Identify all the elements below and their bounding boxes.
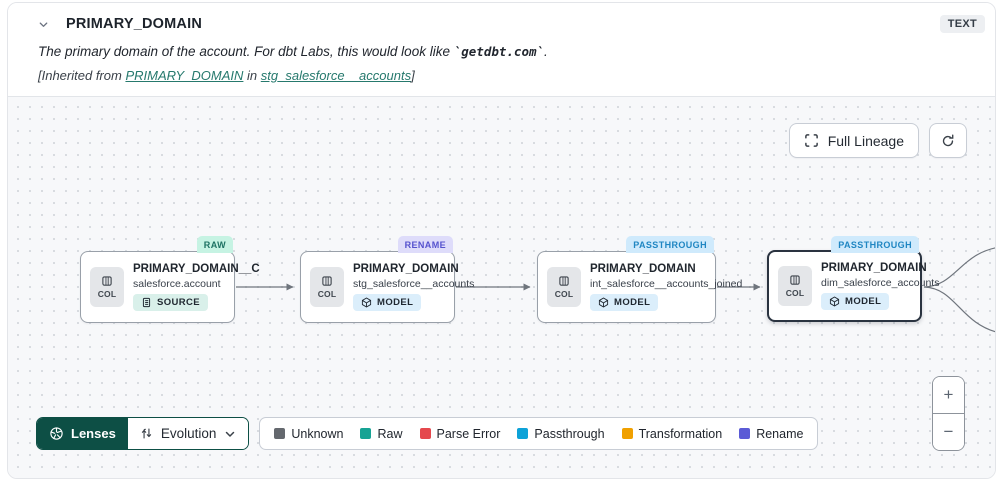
full-lineage-label: Full Lineage (827, 132, 904, 149)
data-type-badge: TEXT (939, 15, 985, 33)
node-title: PRIMARY_DOMAIN (353, 263, 459, 275)
column-chip-label: COL (554, 289, 574, 299)
lens-selected-label: Evolution (160, 426, 217, 441)
legend-item-passthrough: Passthrough (517, 426, 605, 441)
lenses-label: Lenses (71, 426, 116, 441)
lens-toolbar: Lenses Evolution Unknown Raw Parse Error… (36, 417, 819, 450)
resource-type-label: MODEL (614, 297, 651, 308)
lineage-node-intermediate[interactable]: PASSTHROUGH COL PRIMARY_DOMAIN int_sales… (537, 236, 743, 323)
inherited-model-link[interactable]: stg_salesforce__accounts (260, 68, 412, 83)
column-lineage-panel: PRIMARY_DOMAIN TEXT The primary domain o… (7, 2, 996, 479)
legend-label: Rename (756, 426, 804, 441)
node-subtitle: stg_salesforce__accounts (353, 278, 475, 290)
column-chip: COL (547, 267, 581, 307)
column-icon (790, 275, 800, 285)
node-subtitle: int_salesforce__accounts_joined (590, 278, 743, 290)
legend-label: Unknown (291, 426, 344, 441)
description-text: The primary domain of the account. For d… (38, 44, 454, 59)
inherited-prefix: [Inherited from (38, 68, 126, 83)
description-code: `getdbt.com` (453, 44, 545, 59)
legend-label: Raw (377, 426, 403, 441)
lineage-node-source[interactable]: RAW COL PRIMARY_DOMAIN__C salesforce.acc… (80, 236, 260, 323)
column-chip-label: COL (97, 289, 117, 299)
column-icon (322, 276, 332, 286)
column-description: The primary domain of the account. For d… (38, 44, 985, 59)
refresh-icon (940, 133, 956, 149)
column-chip-label: COL (785, 288, 805, 298)
legend-item-transformation: Transformation (621, 426, 723, 441)
zoom-out-button[interactable]: − (933, 414, 964, 450)
legend-swatch (739, 428, 751, 439)
model-icon (598, 297, 609, 308)
inherited-middle: in (243, 68, 261, 83)
legend-item-rename: Rename (739, 427, 803, 441)
resource-type-badge: MODEL (821, 293, 890, 310)
lens-state-badge: RAW (196, 236, 233, 253)
chevron-down-icon (226, 431, 235, 437)
column-chip-label: COL (317, 289, 337, 299)
legend-label: Passthrough (534, 426, 605, 441)
source-icon (142, 297, 151, 308)
model-icon (361, 297, 372, 308)
node-title: PRIMARY_DOMAIN (590, 263, 696, 275)
description-period: . (544, 44, 548, 59)
column-header: PRIMARY_DOMAIN TEXT The primary domain o… (8, 3, 995, 93)
column-chip: COL (310, 267, 344, 307)
legend-label: Transformation (638, 426, 723, 441)
model-icon (829, 296, 840, 307)
resource-type-label: MODEL (377, 297, 414, 308)
column-icon (559, 276, 569, 286)
collapse-chevron-icon[interactable] (38, 19, 49, 30)
column-icon (102, 276, 112, 286)
column-title: PRIMARY_DOMAIN (66, 16, 202, 32)
lens-dropdown[interactable]: Evolution (127, 418, 249, 449)
full-lineage-button[interactable]: Full Lineage (788, 123, 919, 158)
legend-swatch (360, 428, 372, 439)
resource-type-badge: MODEL (590, 294, 659, 311)
legend-item-unknown: Unknown (274, 427, 343, 441)
column-chip: COL (90, 267, 124, 307)
lineage-node-dim-selected[interactable]: PASSTHROUGH COL PRIMARY_DOMAIN dim_sales… (767, 236, 940, 322)
resource-type-badge: MODEL (353, 294, 422, 311)
resource-type-label: SOURCE (157, 297, 201, 308)
node-title: PRIMARY_DOMAIN (821, 262, 927, 274)
resource-type-badge: SOURCE (133, 294, 209, 311)
lens-selector-group: Lenses Evolution (36, 417, 250, 450)
aperture-icon (50, 427, 63, 440)
legend-swatch (274, 428, 286, 439)
inherited-suffix: ] (411, 68, 415, 83)
expand-icon (804, 133, 819, 148)
legend-label: Parse Error (436, 426, 501, 441)
lens-state-badge: PASSTHROUGH (626, 236, 714, 253)
legend-item-raw: Raw (360, 426, 403, 441)
inherited-column-link[interactable]: PRIMARY_DOMAIN (125, 68, 244, 83)
lineage-canvas[interactable]: Full Lineage RAW COL PRIMARY_DOMAIN__C (8, 96, 995, 478)
node-subtitle: salesforce.account (133, 278, 221, 290)
legend-swatch (621, 428, 633, 439)
zoom-in-button[interactable]: + (933, 377, 964, 413)
node-subtitle: dim_salesforce_accounts (821, 277, 940, 289)
lineage-controls: Full Lineage (788, 123, 967, 158)
zoom-divider (933, 413, 964, 414)
column-chip: COL (778, 266, 812, 306)
resource-type-label: MODEL (845, 296, 882, 307)
zoom-control: + − (932, 376, 965, 451)
lens-state-badge: PASSTHROUGH (831, 236, 919, 253)
legend-swatch (517, 428, 529, 439)
lens-legend: Unknown Raw Parse Error Passthrough Tran… (259, 417, 819, 450)
legend-swatch (419, 428, 431, 439)
lens-state-badge: RENAME (397, 236, 453, 253)
legend-item-parse-error: Parse Error (419, 426, 501, 441)
lenses-button[interactable]: Lenses (37, 418, 128, 449)
lineage-node-staging[interactable]: RENAME COL PRIMARY_DOMAIN stg_salesforce… (300, 236, 475, 323)
node-title: PRIMARY_DOMAIN__C (133, 263, 260, 275)
evolution-icon (141, 428, 151, 439)
inherited-from-line: [Inherited from PRIMARY_DOMAIN in stg_sa… (38, 68, 985, 83)
refresh-button[interactable] (929, 123, 967, 158)
